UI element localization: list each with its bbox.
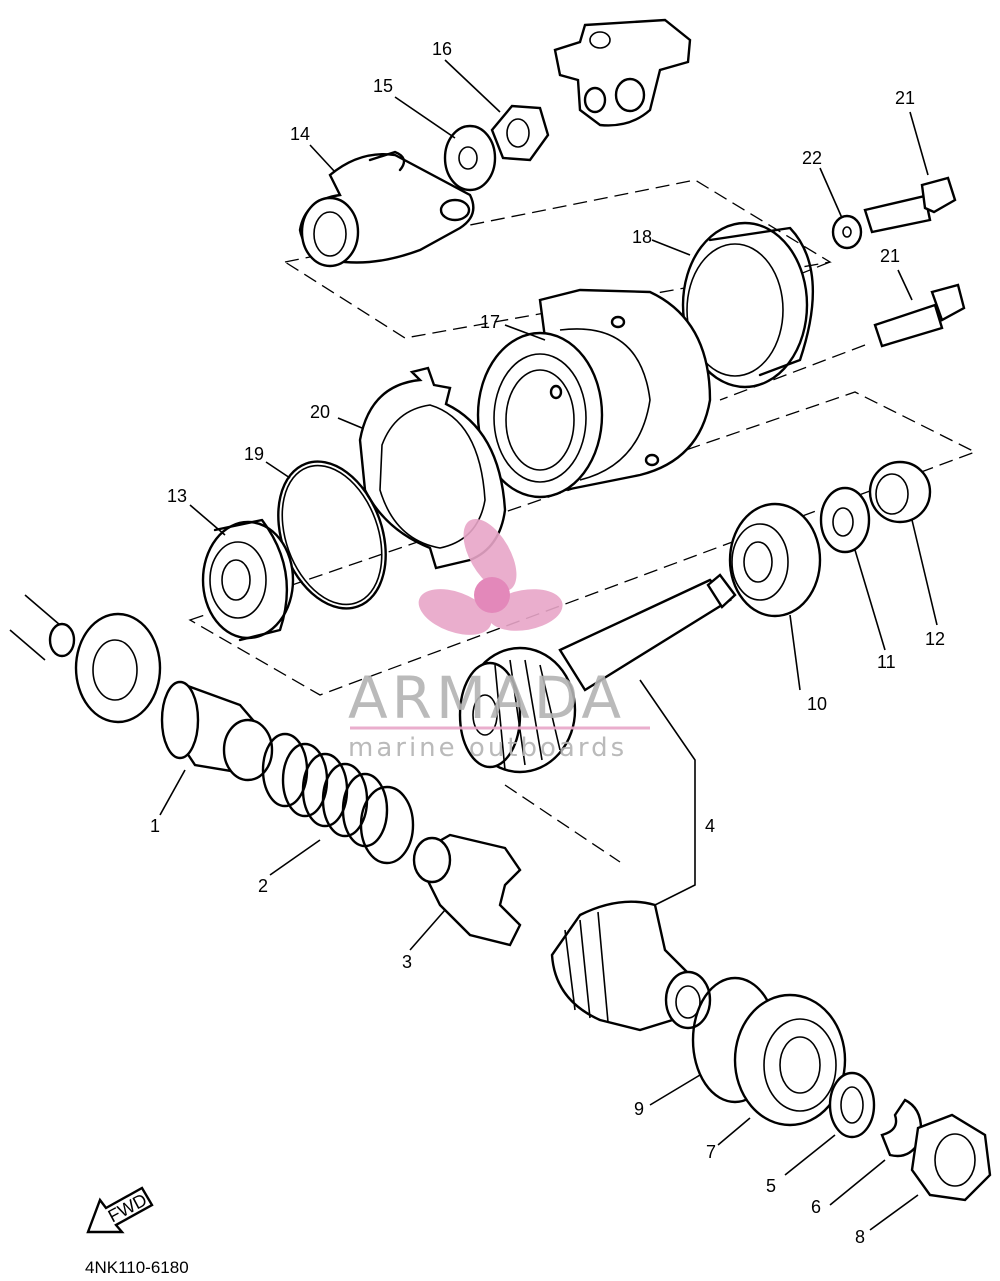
nut-part-12 <box>868 460 932 524</box>
label-part-7: 7 <box>706 1142 716 1162</box>
bolt-part-21-lower <box>873 283 966 348</box>
clutch-part-3 <box>412 833 522 947</box>
pinion-gear <box>458 573 737 774</box>
label-part-17: 17 <box>480 312 500 332</box>
label-part-19: 19 <box>244 444 264 464</box>
washer-part-15 <box>443 124 497 192</box>
bearing-part-7 <box>733 993 847 1127</box>
label-part-11: 11 <box>877 652 896 672</box>
bolt-part-21-upper <box>863 176 957 234</box>
washer-part-5 <box>828 1071 876 1139</box>
lock-washer-part-6 <box>880 1098 923 1158</box>
label-part-9: 9 <box>634 1099 644 1119</box>
yoke-part-14 <box>298 150 475 268</box>
forward-arrow: FWD <box>86 1186 154 1234</box>
label-part-2: 2 <box>258 876 268 896</box>
label-part-4: 4 <box>705 816 715 836</box>
ring-part-18 <box>681 221 814 389</box>
label-part-10: 10 <box>807 694 827 714</box>
part-labels: 16 15 14 18 22 21 21 17 20 19 13 1 2 3 4… <box>150 39 945 1247</box>
washer-part-22 <box>831 214 863 250</box>
label-part-21-lower: 21 <box>880 246 900 266</box>
bearing-part-10 <box>728 502 822 618</box>
label-part-1: 1 <box>150 816 160 836</box>
label-part-13: 13 <box>167 486 187 506</box>
propeller-logo-icon <box>418 518 563 635</box>
label-part-21-upper: 21 <box>895 88 915 108</box>
label-part-20: 20 <box>310 402 330 422</box>
armada-watermark: ARMADA marine outboards <box>348 518 650 763</box>
label-part-8: 8 <box>855 1227 865 1247</box>
washer-part-11 <box>819 486 871 554</box>
drive-shaft-stub <box>9 594 162 724</box>
leader-lines <box>159 59 938 1231</box>
sleeve-part-1 <box>160 680 274 782</box>
label-part-3: 3 <box>402 952 412 972</box>
label-part-18: 18 <box>632 227 652 247</box>
spring-part-2 <box>261 732 415 865</box>
bevel-gear <box>550 900 712 1032</box>
label-part-22: 22 <box>802 148 822 168</box>
bearing-part-13 <box>201 518 295 642</box>
drawing-code: 4NK110-6180 <box>85 1258 189 1277</box>
nut-part-16 <box>490 104 550 162</box>
shim-plate-part-20 <box>358 366 507 570</box>
universal-joint <box>553 18 692 127</box>
label-part-15: 15 <box>373 76 393 96</box>
housing-part-17 <box>476 288 712 499</box>
watermark-tagline: marine outboards <box>348 733 627 763</box>
label-part-6: 6 <box>811 1197 821 1217</box>
label-part-12: 12 <box>925 629 945 649</box>
nut-part-8 <box>910 1113 992 1202</box>
label-part-16: 16 <box>432 39 452 59</box>
label-part-14: 14 <box>290 124 310 144</box>
watermark-brand: ARMADA <box>348 664 625 732</box>
label-part-5: 5 <box>766 1176 776 1196</box>
